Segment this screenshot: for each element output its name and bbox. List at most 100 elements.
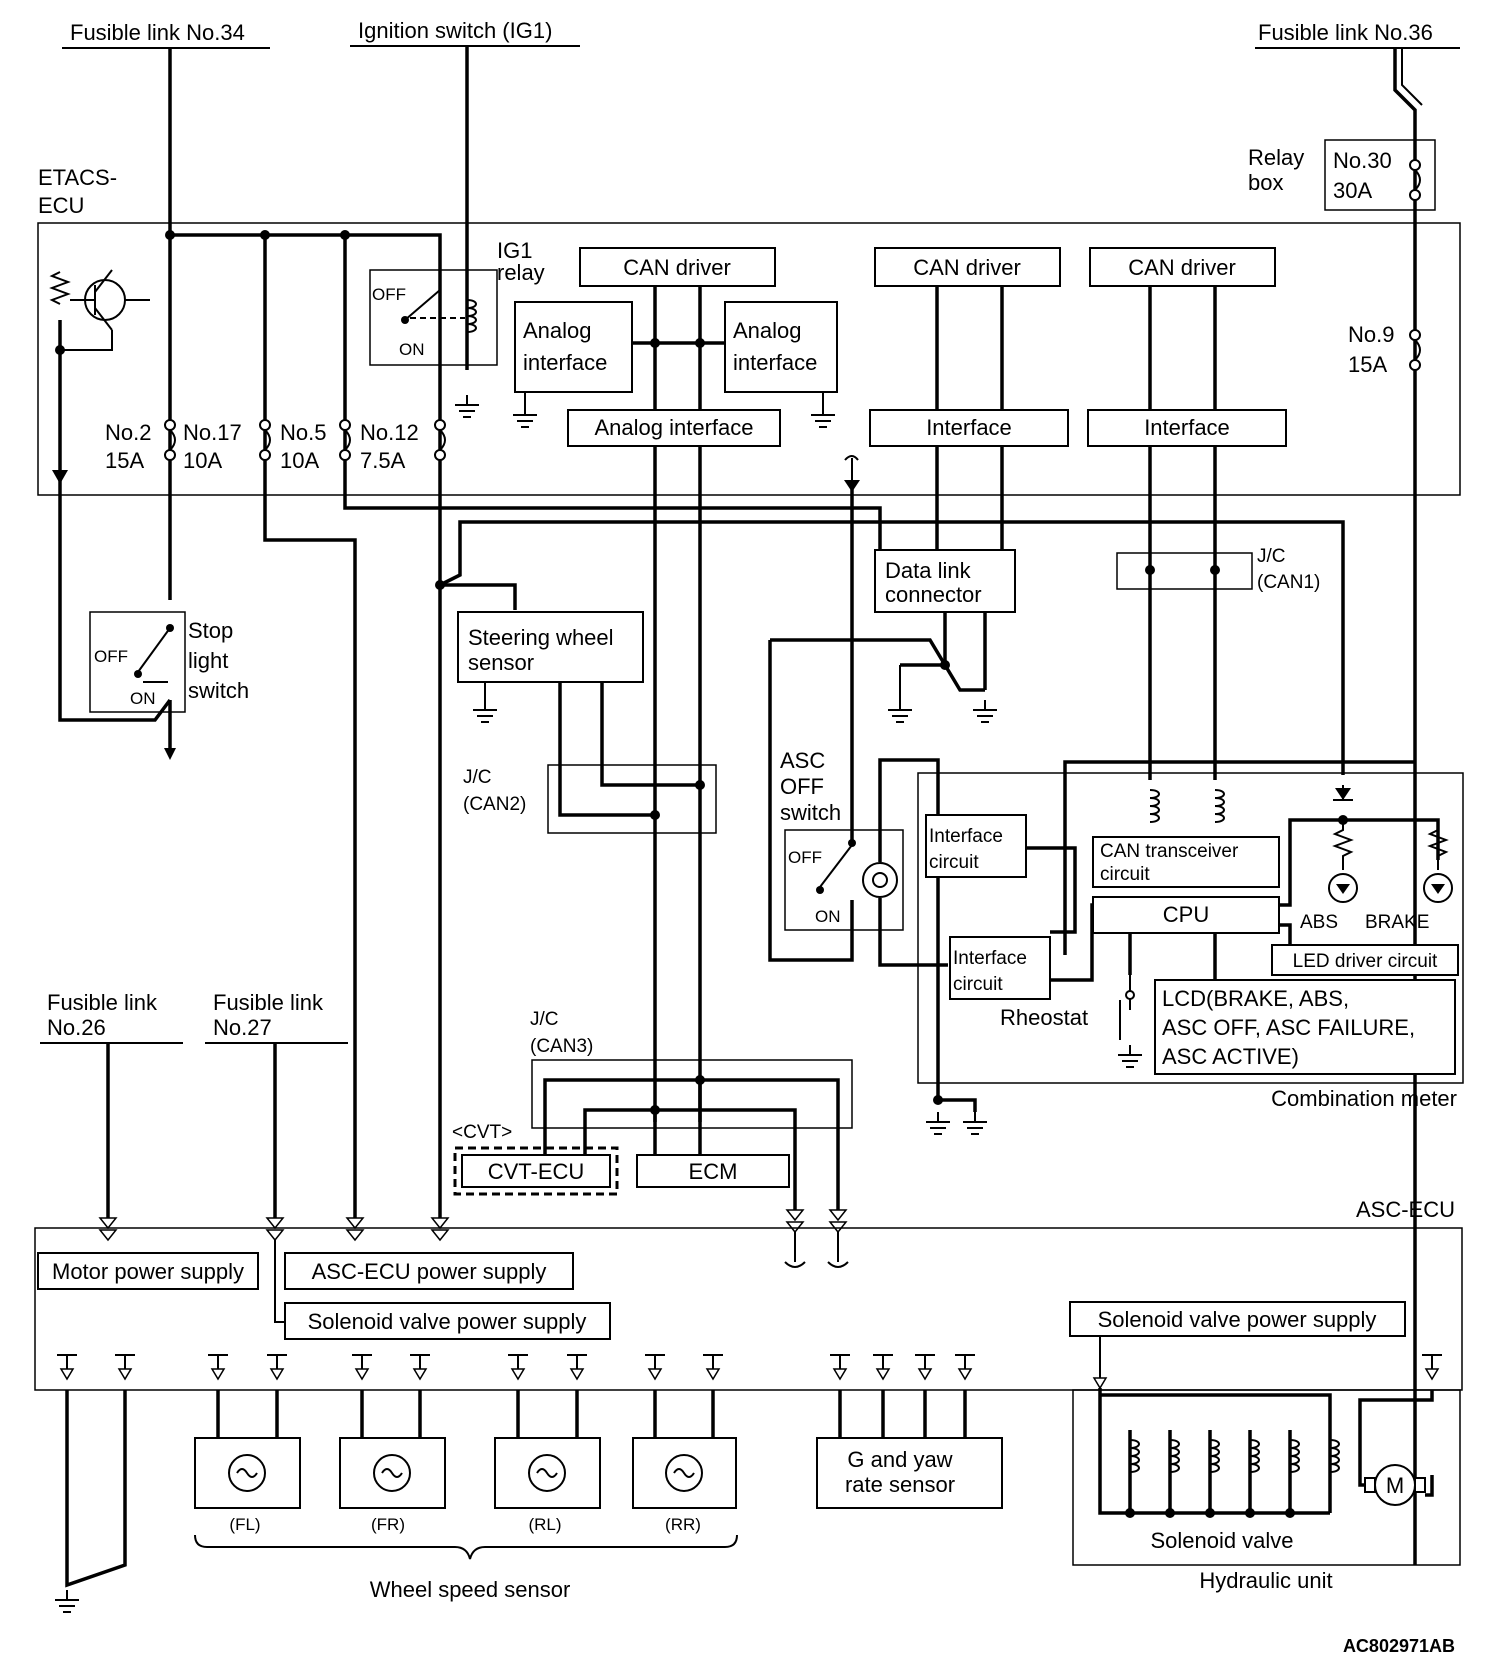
interface-3: Interface [1087, 409, 1287, 447]
wheel-speed-sensor-label: Wheel speed sensor [194, 1534, 738, 1602]
fuse-no2: No.2 15A [105, 419, 176, 473]
svg-text:ON: ON [815, 907, 841, 926]
svg-text:Solenoid valve: Solenoid valve [1150, 1528, 1293, 1553]
svg-text:15A: 15A [1348, 352, 1387, 377]
svg-text:light: light [188, 648, 228, 673]
svg-text:No.26: No.26 [47, 1015, 106, 1040]
fuse-no9: No.9 15A [1348, 322, 1421, 377]
cpu: CPU [1092, 896, 1280, 934]
ecm: ECM [636, 1154, 790, 1188]
svg-text:Wheel speed sensor: Wheel speed sensor [370, 1577, 571, 1602]
solenoid-valve-power-supply-left: Solenoid valve power supply [284, 1302, 611, 1340]
wheel-speed-sensor-rr: (RR) [632, 1390, 737, 1534]
svg-text:box: box [1248, 170, 1283, 195]
svg-text:ETACS-: ETACS- [38, 165, 117, 190]
svg-text:CAN driver: CAN driver [1128, 255, 1236, 280]
asc-off-switch[interactable]: ASC OFF switch OFF ON [780, 748, 904, 931]
analog-interface-bottom: Analog interface [567, 409, 781, 447]
stop-light-switch: Stop light switch OFF ON [89, 611, 249, 713]
svg-text:(RL): (RL) [528, 1515, 561, 1534]
svg-text:ASC ACTIVE): ASC ACTIVE) [1162, 1044, 1299, 1069]
fusible-link-26: Fusible link No.26 [40, 990, 183, 1044]
svg-text:J/C: J/C [530, 1009, 559, 1030]
jc-can2: J/C (CAN2) [463, 764, 717, 834]
figure-code: AC802971AB [1343, 1636, 1455, 1656]
svg-text:Combination meter: Combination meter [1271, 1086, 1457, 1111]
ignition-switch-ig1: Ignition switch (IG1) [350, 18, 580, 47]
svg-text:Interface: Interface [1144, 415, 1230, 440]
svg-text:Steering wheel: Steering wheel [468, 625, 614, 650]
interface-circuit-2: Interface circuit [949, 936, 1051, 1000]
svg-text:relay: relay [497, 260, 545, 285]
svg-text:(FL): (FL) [229, 1515, 260, 1534]
svg-text:Analog: Analog [733, 318, 802, 343]
wheel-speed-sensor-fl: (FL) [194, 1390, 301, 1534]
ig1-relay: IG1 relay OFF ON [369, 238, 545, 418]
svg-text:Data link: Data link [885, 558, 972, 583]
g-and-yaw-rate-sensor: G and yaw rate sensor [816, 1390, 1003, 1509]
svg-text:OFF: OFF [780, 774, 824, 799]
rheostat: Rheostat [1000, 975, 1143, 1068]
svg-text:No.12: No.12 [360, 420, 419, 445]
svg-text:M: M [1386, 1473, 1404, 1498]
svg-text:No.9: No.9 [1348, 322, 1394, 347]
svg-text:ECM: ECM [689, 1159, 738, 1184]
can-driver-3: CAN driver [1089, 247, 1276, 287]
svg-text:Fusible link No.34: Fusible link No.34 [70, 20, 245, 45]
solenoid-valve-power-supply-right: Solenoid valve power supply [1069, 1301, 1406, 1337]
svg-text:interface: interface [733, 350, 817, 375]
can-transceiver-circuit: CAN transceiver circuit [1092, 836, 1280, 888]
svg-text:ON: ON [399, 340, 425, 359]
svg-text:switch: switch [188, 678, 249, 703]
resistor-icon [49, 271, 71, 305]
svg-text:Fusible link: Fusible link [47, 990, 158, 1015]
svg-text:LED driver circuit: LED driver circuit [1293, 951, 1438, 972]
led-driver-circuit: LED driver circuit [1271, 944, 1459, 976]
data-link-connector: Data link connector [874, 549, 1016, 613]
brake-led-icon: BRAKE [1365, 829, 1453, 933]
fuse-no12: No.12 7.5A [339, 235, 882, 550]
jc-can3: J/C (CAN3) [530, 1009, 853, 1129]
svg-text:J/C: J/C [463, 767, 492, 788]
svg-text:BRAKE: BRAKE [1365, 912, 1429, 933]
svg-text:Relay: Relay [1248, 145, 1304, 170]
cvt-ecu: <CVT> CVT-ECU [452, 1122, 619, 1196]
svg-text:<CVT>: <CVT> [452, 1122, 512, 1143]
interface-circuit-1: Interface circuit [925, 814, 1027, 878]
svg-text:No.30: No.30 [1333, 148, 1392, 173]
svg-text:OFF: OFF [788, 848, 822, 867]
svg-text:15A: 15A [105, 448, 144, 473]
svg-text:ASC: ASC [780, 748, 825, 773]
svg-text:No.17: No.17 [183, 420, 242, 445]
wheel-speed-sensor-fr: (FR) [339, 1390, 446, 1534]
svg-text:Ignition switch (IG1): Ignition switch (IG1) [358, 18, 552, 43]
svg-text:LCD(BRAKE, ABS,: LCD(BRAKE, ABS, [1162, 986, 1349, 1011]
svg-text:circuit: circuit [929, 852, 979, 873]
motor-icon: M [1358, 1390, 1434, 1506]
svg-text:30A: 30A [1333, 178, 1372, 203]
svg-text:(CAN3): (CAN3) [530, 1036, 593, 1057]
svg-text:J/C: J/C [1257, 546, 1286, 567]
svg-text:Analog interface: Analog interface [595, 415, 754, 440]
svg-text:circuit: circuit [1100, 864, 1150, 885]
steering-wheel-sensor: Steering wheel sensor [457, 611, 644, 683]
svg-text:connector: connector [885, 582, 982, 607]
svg-text:OFF: OFF [372, 285, 406, 304]
transistor-icon [70, 269, 150, 331]
motor-power-supply: Motor power supply [37, 1252, 259, 1290]
svg-text:7.5A: 7.5A [360, 448, 406, 473]
fuse-no17: No.17 10A [183, 420, 242, 473]
solenoid-valve: Solenoid valve [1129, 1439, 1340, 1553]
fuse-no5: No.5 10A [259, 235, 357, 1218]
hydraulic-unit: Hydraulic unit [1072, 1389, 1461, 1593]
asc-ecu: ASC-ECU [34, 1197, 1463, 1391]
svg-text:sensor: sensor [468, 650, 534, 675]
abs-led-icon: ABS [1300, 820, 1358, 933]
svg-text:(CAN2): (CAN2) [463, 794, 526, 815]
svg-text:G and yaw: G and yaw [847, 1447, 952, 1472]
svg-text:Interface: Interface [929, 826, 1003, 847]
relay-box: Relay box No.30 30A [1248, 139, 1436, 211]
svg-text:Solenoid valve power supply: Solenoid valve power supply [308, 1309, 587, 1334]
svg-text:CAN driver: CAN driver [623, 255, 731, 280]
